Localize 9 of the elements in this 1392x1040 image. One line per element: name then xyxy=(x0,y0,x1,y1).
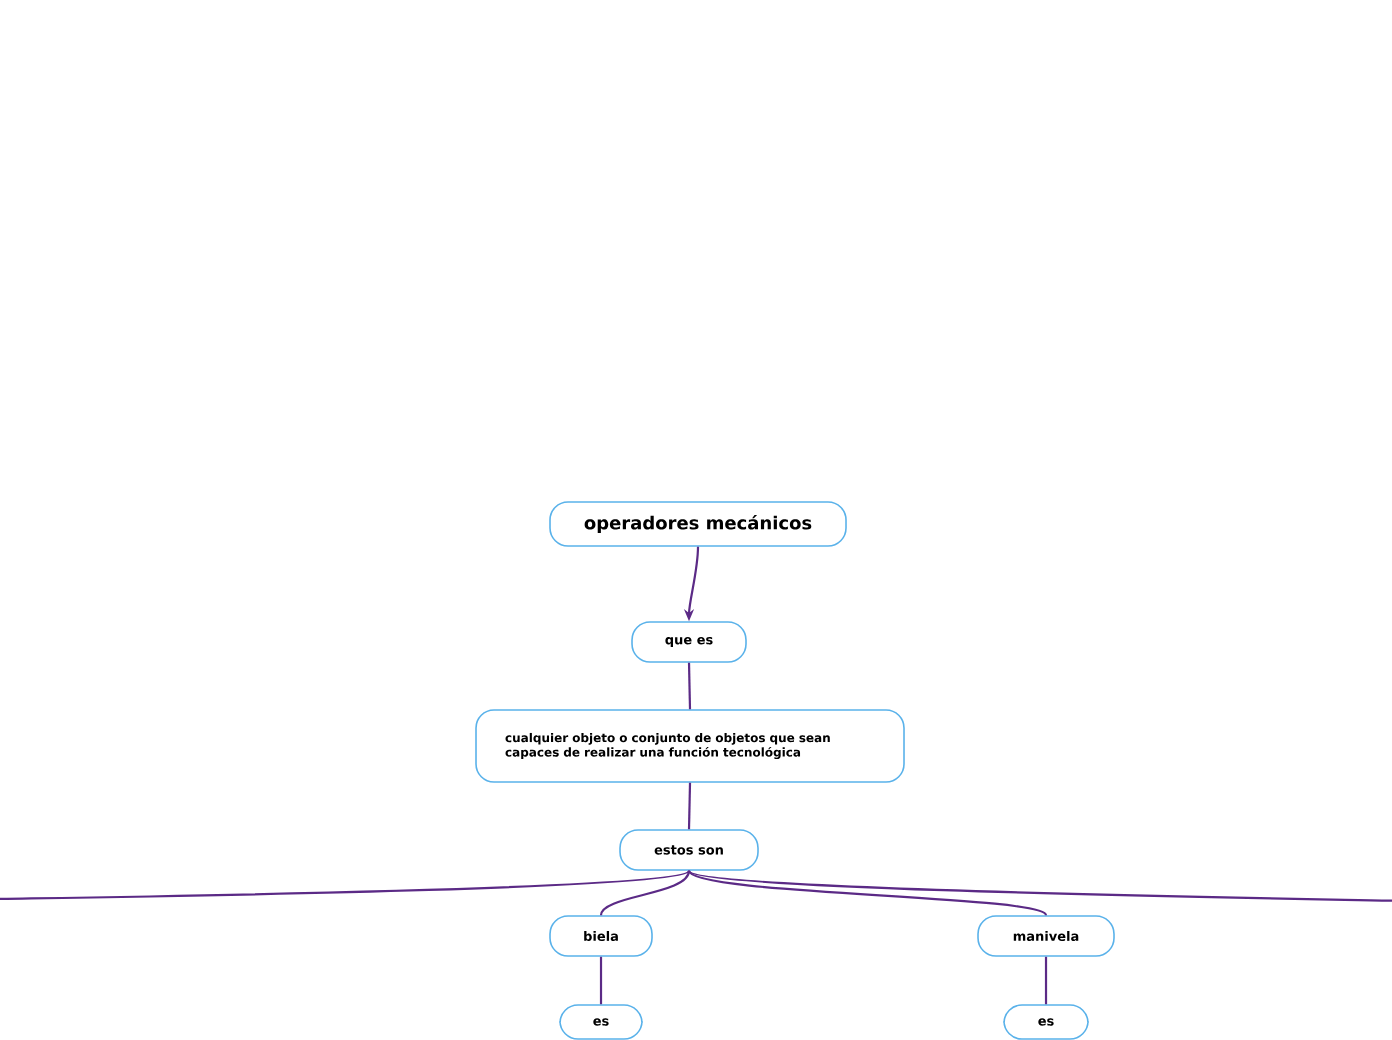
connector xyxy=(687,662,692,710)
connector xyxy=(599,956,603,1005)
connector xyxy=(600,870,691,916)
connector xyxy=(688,869,1392,904)
connector xyxy=(687,782,692,830)
connector xyxy=(0,869,690,902)
connector xyxy=(1044,956,1048,1005)
connector xyxy=(688,869,1047,917)
topic-box: operadores mecánicos xyxy=(549,501,847,547)
